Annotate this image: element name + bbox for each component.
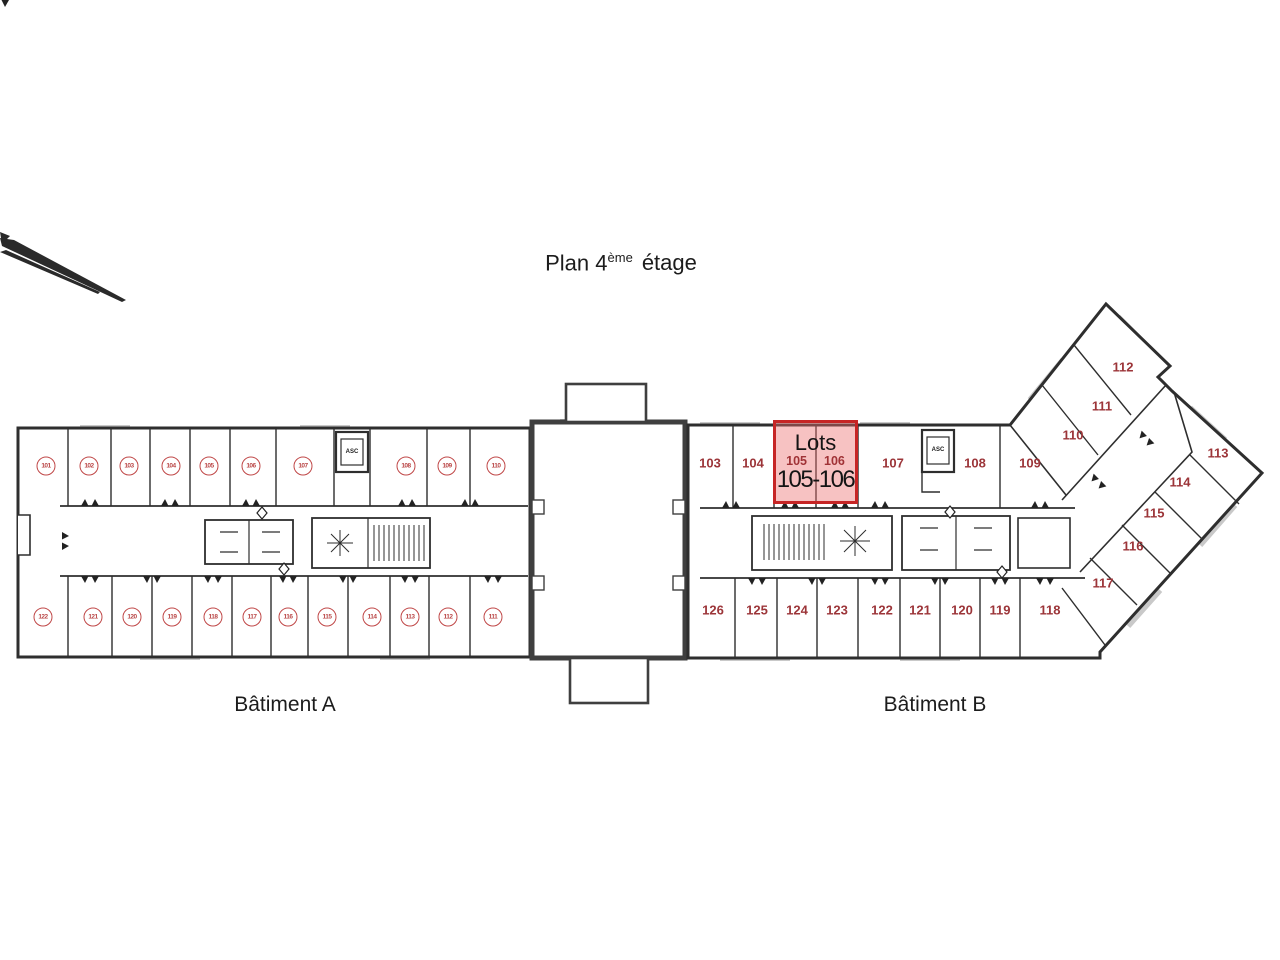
- room-number-a-117: 117: [242, 607, 262, 627]
- room-number-a-115: 115: [317, 607, 337, 627]
- title-superscript: ème: [607, 250, 633, 265]
- room-number-b-108: 108: [964, 455, 986, 471]
- room-number-b-105: 105: [786, 454, 807, 468]
- highlight-range-label: 105-106: [776, 466, 856, 493]
- room-number-b-106: 106: [824, 454, 845, 468]
- room-number-b-118: 118: [1039, 602, 1061, 618]
- title-main: Plan 4: [545, 250, 608, 276]
- room-number-b-121: 121: [909, 602, 931, 618]
- room-number-b-111: 111: [1091, 398, 1113, 414]
- room-number-a-119: 119: [162, 607, 182, 627]
- room-number-b-114: 114: [1169, 474, 1191, 490]
- room-number-b-125: 125: [746, 602, 768, 618]
- room-number-a-112: 112: [438, 607, 458, 627]
- elevator-label-a: ASC: [345, 449, 359, 455]
- room-number-b-120: 120: [951, 602, 973, 618]
- door-symbols: [1, 0, 1155, 585]
- room-number-a-122: 122: [33, 607, 53, 627]
- room-number-a-109: 109: [437, 456, 457, 476]
- room-number-b-124: 124: [786, 602, 808, 618]
- room-number-b-116: 116: [1122, 538, 1144, 554]
- room-number-b-113: 113: [1207, 445, 1229, 461]
- room-number-a-114: 114: [362, 607, 382, 627]
- room-number-b-107: 107: [882, 455, 904, 471]
- building-a-label: Bâtiment A: [234, 693, 336, 716]
- room-number-a-103: 103: [119, 456, 139, 476]
- room-number-b-109: 109: [1019, 455, 1041, 471]
- room-number-b-126: 126: [702, 602, 724, 618]
- highlight-room-numbers: 105 106: [786, 455, 845, 468]
- room-number-b-119: 119: [989, 602, 1011, 618]
- room-number-a-107: 107: [293, 456, 313, 476]
- room-number-b-110: 110: [1062, 427, 1084, 443]
- room-number-a-118: 118: [203, 607, 223, 627]
- room-number-a-106: 106: [241, 456, 261, 476]
- room-number-a-102: 102: [79, 456, 99, 476]
- room-number-a-101: 101: [36, 456, 56, 476]
- room-number-a-111: 111: [483, 607, 503, 627]
- room-number-b-103: 103: [699, 455, 721, 471]
- room-number-a-113: 113: [400, 607, 420, 627]
- central-block-walls: [529, 382, 688, 705]
- scan-artifact: [0, 232, 126, 302]
- highlighted-lots-box[interactable]: Lots 105 106 105-106: [773, 420, 858, 504]
- room-number-a-105: 105: [199, 456, 219, 476]
- room-number-a-108: 108: [396, 456, 416, 476]
- room-number-b-112: 112: [1112, 359, 1134, 375]
- room-number-b-117: 117: [1092, 575, 1114, 591]
- corridor-diamond-symbols: [256, 505, 1008, 579]
- elevator-label-b: ASC: [931, 447, 945, 453]
- room-number-a-110: 110: [486, 456, 506, 476]
- title-tail: étage: [641, 250, 697, 276]
- building-b-label: Bâtiment B: [883, 693, 987, 716]
- room-number-b-104: 104: [742, 455, 764, 471]
- building-b-walls: [686, 301, 1265, 660]
- room-number-b-123: 123: [826, 602, 848, 618]
- room-number-b-115: 115: [1143, 505, 1165, 521]
- room-number-a-116: 116: [278, 607, 298, 627]
- room-number-a-120: 120: [122, 607, 142, 627]
- room-number-a-121: 121: [83, 607, 103, 627]
- room-number-a-104: 104: [161, 456, 181, 476]
- room-number-b-122: 122: [871, 602, 893, 618]
- highlight-label: Lots: [794, 430, 837, 455]
- page-title: Plan 4ème étage: [545, 250, 697, 276]
